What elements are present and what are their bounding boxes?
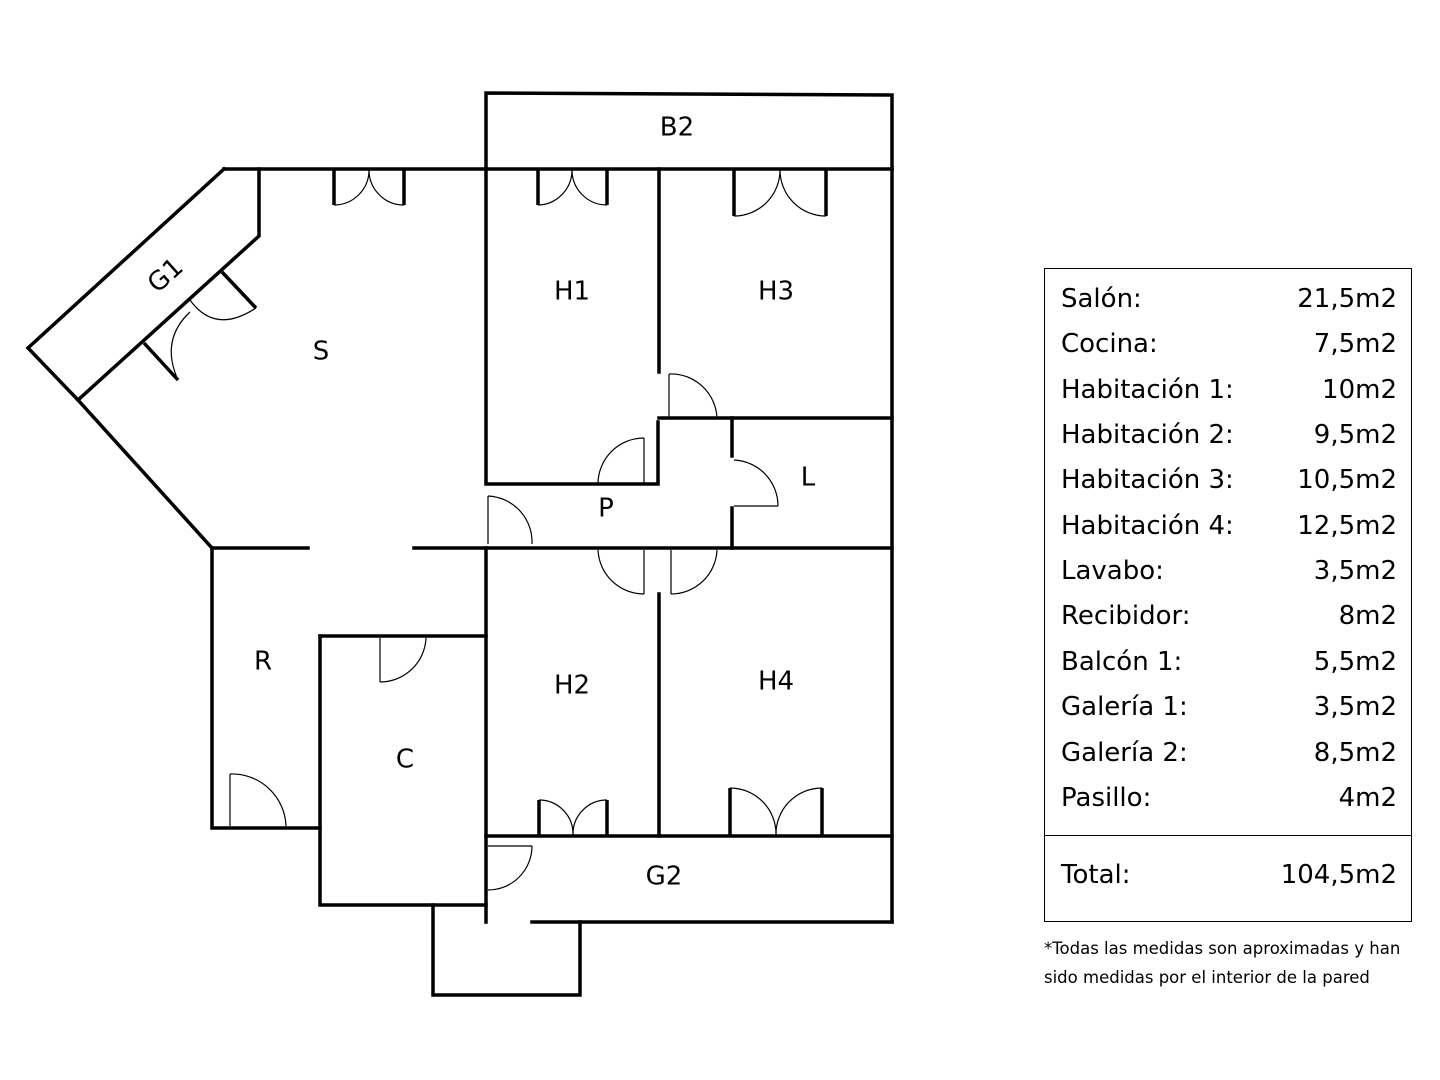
area-value: 3,5m2	[1313, 692, 1397, 722]
room-label-c: C	[396, 745, 414, 775]
double-door-icon	[142, 270, 258, 382]
total-value: 104,5m2	[1280, 860, 1397, 890]
room-label-b2: B2	[660, 113, 694, 143]
room-label-g2: G2	[646, 862, 683, 892]
door-icon	[597, 549, 645, 595]
room-label-h4: H4	[758, 667, 794, 697]
area-name: Habitación 4:	[1061, 511, 1234, 541]
double-door-icon	[728, 787, 824, 836]
area-name: Habitación 2:	[1061, 420, 1234, 450]
area-row-total: Total: 104,5m2	[1061, 855, 1397, 895]
area-row-galeria-2: Galería 2: 8,5m2	[1061, 733, 1397, 773]
area-name: Galería 2:	[1061, 738, 1188, 768]
area-value: 7,5m2	[1313, 329, 1397, 359]
area-value: 10m2	[1322, 375, 1397, 405]
total-name: Total:	[1061, 860, 1131, 890]
area-row-recibidor: Recibidor: 8m2	[1061, 596, 1397, 636]
area-row-lavabo: Lavabo: 3,5m2	[1061, 551, 1397, 591]
area-name: Lavabo:	[1061, 556, 1164, 586]
area-name: Recibidor:	[1061, 601, 1191, 631]
area-value: 12,5m2	[1297, 511, 1397, 541]
doors	[142, 169, 828, 891]
area-value: 4m2	[1338, 783, 1397, 813]
door-icon	[668, 373, 718, 419]
area-value: 10,5m2	[1297, 465, 1397, 495]
area-table: Salón: 21,5m2 Cocina: 7,5m2 Habitación 1…	[1044, 268, 1412, 922]
area-value: 3,5m2	[1313, 556, 1397, 586]
floor-plan: B2 G1 S H1 H3 P L R H2 H4 C G2	[25, 91, 894, 997]
area-name: Galería 1:	[1061, 692, 1188, 722]
area-row-pasillo: Pasillo: 4m2	[1061, 778, 1397, 818]
double-door-icon	[332, 169, 406, 206]
room-label-r: R	[254, 647, 272, 677]
area-row-habitacion-3: Habitación 3: 10,5m2	[1061, 460, 1397, 500]
double-door-icon	[536, 169, 609, 206]
room-label-l: L	[801, 463, 816, 493]
door-icon	[229, 773, 287, 827]
area-row-salon: Salón: 21,5m2	[1061, 279, 1397, 319]
room-label-h3: H3	[758, 277, 794, 307]
area-value: 8m2	[1338, 601, 1397, 631]
area-name: Pasillo:	[1061, 783, 1152, 813]
area-value: 5,5m2	[1313, 647, 1397, 677]
area-row-habitacion-1: Habitación 1: 10m2	[1061, 370, 1397, 410]
area-value: 8,5m2	[1313, 738, 1397, 768]
room-label-h1: H1	[554, 277, 590, 307]
door-icon	[733, 459, 779, 507]
door-icon	[670, 549, 718, 595]
area-row-habitacion-4: Habitación 4: 12,5m2	[1061, 506, 1397, 546]
area-row-habitacion-2: Habitación 2: 9,5m2	[1061, 415, 1397, 455]
area-value: 21,5m2	[1297, 284, 1397, 314]
door-icon	[487, 495, 533, 545]
area-row-balcon-1: Balcón 1: 5,5m2	[1061, 642, 1397, 682]
door-icon	[597, 437, 645, 485]
table-divider	[1045, 835, 1411, 836]
area-name: Balcón 1:	[1061, 647, 1183, 677]
door-icon	[379, 637, 427, 683]
area-row-galeria-1: Galería 1: 3,5m2	[1061, 687, 1397, 727]
door-icon	[487, 845, 533, 891]
double-door-icon	[732, 169, 828, 217]
area-name: Cocina:	[1061, 329, 1158, 359]
room-label-s: S	[313, 337, 330, 367]
area-name: Habitación 1:	[1061, 375, 1234, 405]
area-row-cocina: Cocina: 7,5m2	[1061, 324, 1397, 364]
footnote-line-1: *Todas las medidas son aproximadas y han	[1044, 939, 1401, 958]
walls	[25, 91, 894, 997]
area-name: Habitación 3:	[1061, 465, 1234, 495]
footnote-line-2: sido medidas por el interior de la pared	[1044, 968, 1370, 987]
room-label-h2: H2	[554, 671, 590, 701]
footnote: *Todas las medidas son aproximadas y han…	[1044, 934, 1424, 992]
area-value: 9,5m2	[1313, 420, 1397, 450]
room-label-p: P	[598, 494, 614, 524]
area-name: Salón:	[1061, 284, 1142, 314]
double-door-icon	[537, 799, 609, 836]
room-label-g1: G1	[142, 252, 189, 299]
